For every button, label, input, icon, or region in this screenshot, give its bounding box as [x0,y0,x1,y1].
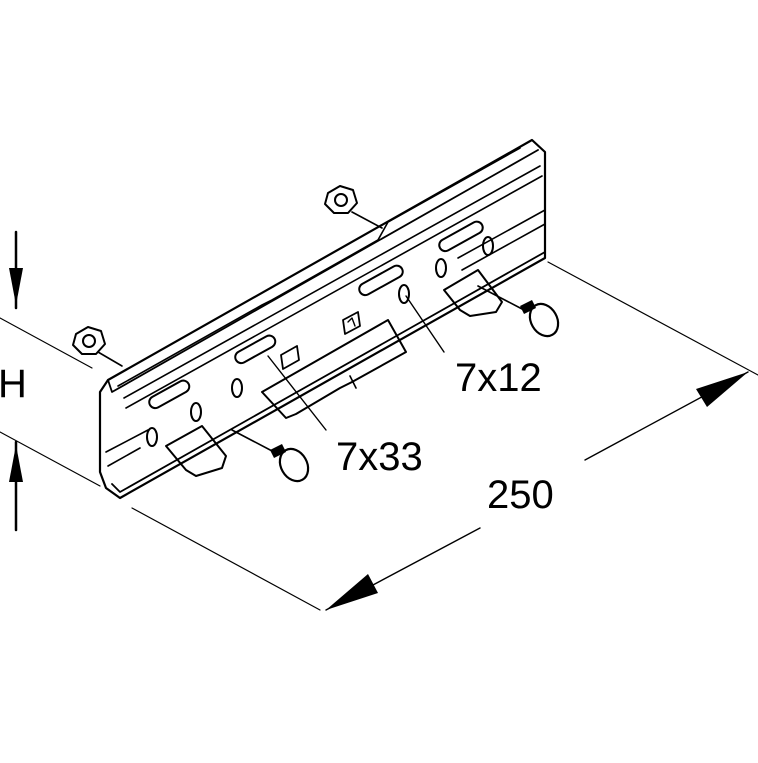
height-extension-top [0,317,93,369]
tab-center [261,319,407,419]
nut-right-hex [324,185,358,214]
bolt-left [231,429,310,483]
nut-left-leader [97,351,123,367]
tab-left [165,425,227,477]
plate-bottom-edge [111,251,546,493]
callout-7x33-label: 7x33 [336,435,423,479]
length-dimension: 250 [131,261,758,611]
nut-left [72,326,123,367]
bolt-left-leader [231,429,275,453]
tab-center-notch [349,375,357,389]
bolt-right-shank [520,300,536,314]
callout-7x12-label: 7x12 [455,356,542,400]
slot-long-3 [358,264,404,297]
slot-long-2 [234,334,277,365]
bolt-right-leader [477,285,525,311]
plate-top-edge [107,149,539,393]
nut-left-hex [72,326,106,355]
square-cutout-2-tab [347,317,356,327]
nut-right-leader [351,211,383,229]
slot-short-5 [482,236,494,256]
length-arrowhead-left [326,574,378,610]
plate-lower-bead-2 [107,447,141,467]
connector-plate [98,138,547,500]
callout-7x33: 7x33 [267,355,423,479]
callout-7x12-leader [405,295,445,353]
square-cutout-2 [342,311,361,335]
bolt-left-shank [270,444,286,458]
plate-lower-bead-3 [457,209,546,259]
height-arrowhead-top [9,268,23,305]
plate-lower-bead-1 [105,429,149,453]
callout-7x33-leader [267,355,327,431]
plate-bead-line-1 [123,165,541,399]
slot-short-1 [190,402,202,422]
slot-short-4 [398,284,410,304]
bolt-left-head [278,447,310,483]
tab-right [443,269,503,317]
height-dimension: H [0,230,101,532]
length-arrowhead-right [696,372,748,407]
length-extension-right [547,261,758,376]
slot-long-4 [438,220,484,253]
plate-flange-line [117,147,521,387]
plate-lower-bead-4 [461,223,546,271]
length-label: 250 [487,473,554,517]
bolt-right [477,285,560,338]
nut-right-hole [334,193,348,207]
nut-right [324,185,383,229]
square-cutout-1 [280,345,300,370]
slot-short-2 [231,378,243,398]
length-extension-left [131,507,321,611]
slot-short-3 [146,427,158,447]
slot-short-6 [435,258,447,278]
callout-7x12: 7x12 [405,295,542,400]
height-label: H [0,362,27,406]
height-arrowhead-bottom [9,445,23,482]
slot-long-1 [148,379,191,410]
nut-left-hole [82,334,96,348]
plate-bead-line-2 [125,175,543,409]
plate-outline [98,138,547,500]
bolt-right-head [528,302,560,338]
